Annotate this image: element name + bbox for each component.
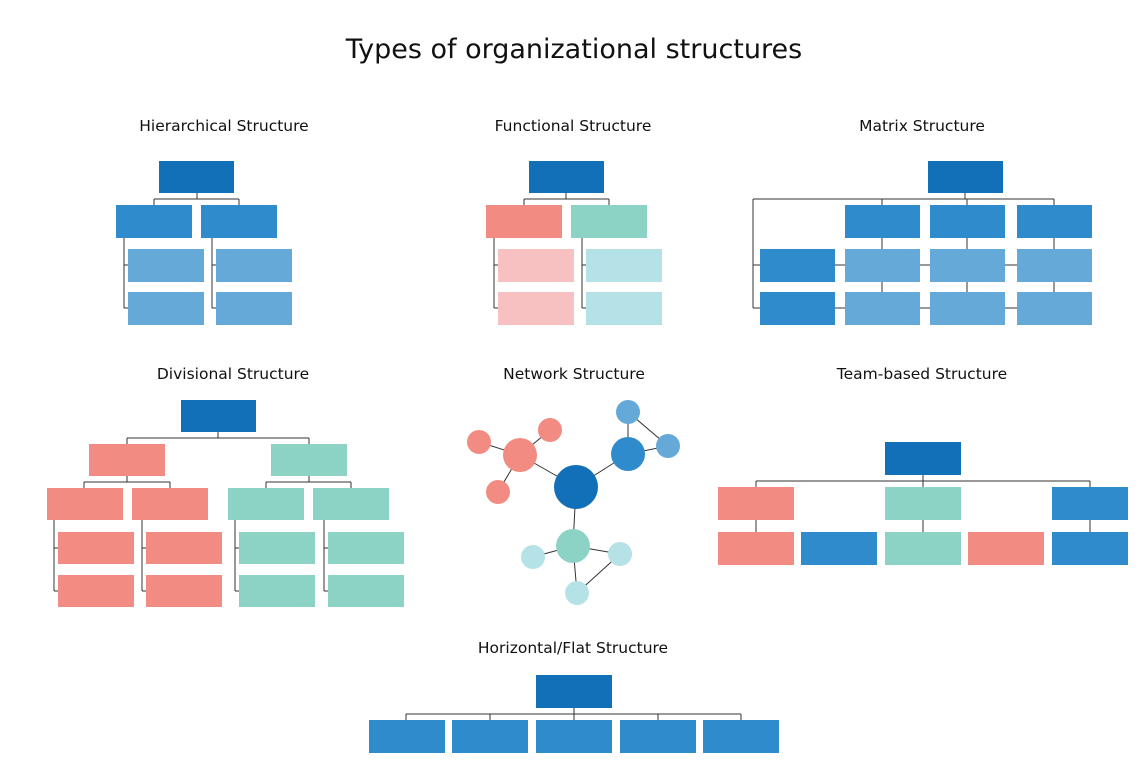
flat-leader-box xyxy=(536,675,612,708)
flat-member-box xyxy=(452,720,528,753)
matrix-cell-box xyxy=(845,292,920,325)
matrix-cell-box xyxy=(1017,249,1092,282)
team-lead-box xyxy=(718,487,794,520)
divisional-division-box xyxy=(89,444,165,476)
network-leaf-node xyxy=(538,418,562,442)
hierarchical-staff-box xyxy=(128,249,204,282)
divisional-staff-box xyxy=(58,532,134,564)
network-partner-node xyxy=(611,437,645,471)
team-member-box xyxy=(801,532,877,565)
network-leaf-node xyxy=(521,545,545,569)
hierarchical-top-box xyxy=(159,161,234,193)
team-based-structure-label: Team-based Structure xyxy=(836,365,1007,383)
matrix-function-box xyxy=(930,205,1005,238)
hierarchical-staff-box xyxy=(216,292,292,325)
divisional-top-box xyxy=(181,400,256,432)
matrix-structure-label: Matrix Structure xyxy=(859,117,985,135)
team-member-box xyxy=(718,532,794,565)
divisional-unit-box xyxy=(47,488,123,520)
network-leaf-node xyxy=(565,581,589,605)
team-member-box xyxy=(885,532,961,565)
divisional-staff-box xyxy=(146,575,222,607)
network-hub-node xyxy=(554,465,598,509)
functional-department-box xyxy=(486,205,562,238)
functional-staff-box xyxy=(586,292,662,325)
matrix-project-box xyxy=(760,292,835,325)
flat-member-box xyxy=(620,720,696,753)
functional-structure-label: Functional Structure xyxy=(495,117,652,135)
matrix-cell-box xyxy=(930,249,1005,282)
network-structure-label: Network Structure xyxy=(503,365,645,383)
matrix-top-box xyxy=(928,161,1003,193)
network-partner-node xyxy=(556,529,590,563)
hierarchical-structure: Hierarchical Structure xyxy=(116,117,309,325)
divisional-staff-box xyxy=(146,532,222,564)
hierarchical-manager-box xyxy=(116,205,192,238)
team-leader-box xyxy=(885,442,961,475)
team-based-structure: Team-based Structure xyxy=(718,365,1128,565)
network-leaf-node xyxy=(656,434,680,458)
flat-member-box xyxy=(369,720,445,753)
functional-top-box xyxy=(529,161,604,193)
matrix-structure: Matrix Structure xyxy=(752,117,1092,325)
divisional-staff-box xyxy=(239,575,315,607)
matrix-cell-box xyxy=(845,249,920,282)
team-lead-box xyxy=(885,487,961,520)
divisional-unit-box xyxy=(228,488,304,520)
functional-staff-box xyxy=(498,292,574,325)
network-structure: Network Structure xyxy=(467,365,680,605)
functional-staff-box xyxy=(498,249,574,282)
team-lead-box xyxy=(1052,487,1128,520)
network-leaf-node xyxy=(486,480,510,504)
divisional-staff-box xyxy=(239,532,315,564)
hierarchical-structure-label: Hierarchical Structure xyxy=(139,117,308,135)
team-member-box xyxy=(968,532,1044,565)
functional-department-box xyxy=(571,205,647,238)
divisional-division-box xyxy=(271,444,347,476)
hierarchical-staff-box xyxy=(128,292,204,325)
divisional-staff-box xyxy=(58,575,134,607)
flat-member-box xyxy=(536,720,612,753)
matrix-function-box xyxy=(845,205,920,238)
network-partner-node xyxy=(503,438,537,472)
matrix-function-box xyxy=(1017,205,1092,238)
page-title: Types of organizational structures xyxy=(345,34,802,65)
network-leaf-node xyxy=(608,542,632,566)
hierarchical-manager-box xyxy=(201,205,277,238)
divisional-unit-box xyxy=(313,488,389,520)
functional-structure: Functional Structure xyxy=(486,117,662,325)
flat-member-box xyxy=(703,720,779,753)
divisional-staff-box xyxy=(328,532,404,564)
flat-structure-label: Horizontal/Flat Structure xyxy=(478,639,668,657)
matrix-project-box xyxy=(760,249,835,282)
divisional-unit-box xyxy=(132,488,208,520)
flat-structure: Horizontal/Flat Structure xyxy=(369,639,779,753)
network-leaf-node xyxy=(467,430,491,454)
network-leaf-node xyxy=(616,400,640,424)
divisional-structure: Divisional Structure xyxy=(47,365,404,607)
matrix-cell-box xyxy=(930,292,1005,325)
functional-staff-box xyxy=(586,249,662,282)
divisional-structure-label: Divisional Structure xyxy=(157,365,309,383)
team-member-box xyxy=(1052,532,1128,565)
hierarchical-staff-box xyxy=(216,249,292,282)
matrix-cell-box xyxy=(1017,292,1092,325)
divisional-staff-box xyxy=(328,575,404,607)
